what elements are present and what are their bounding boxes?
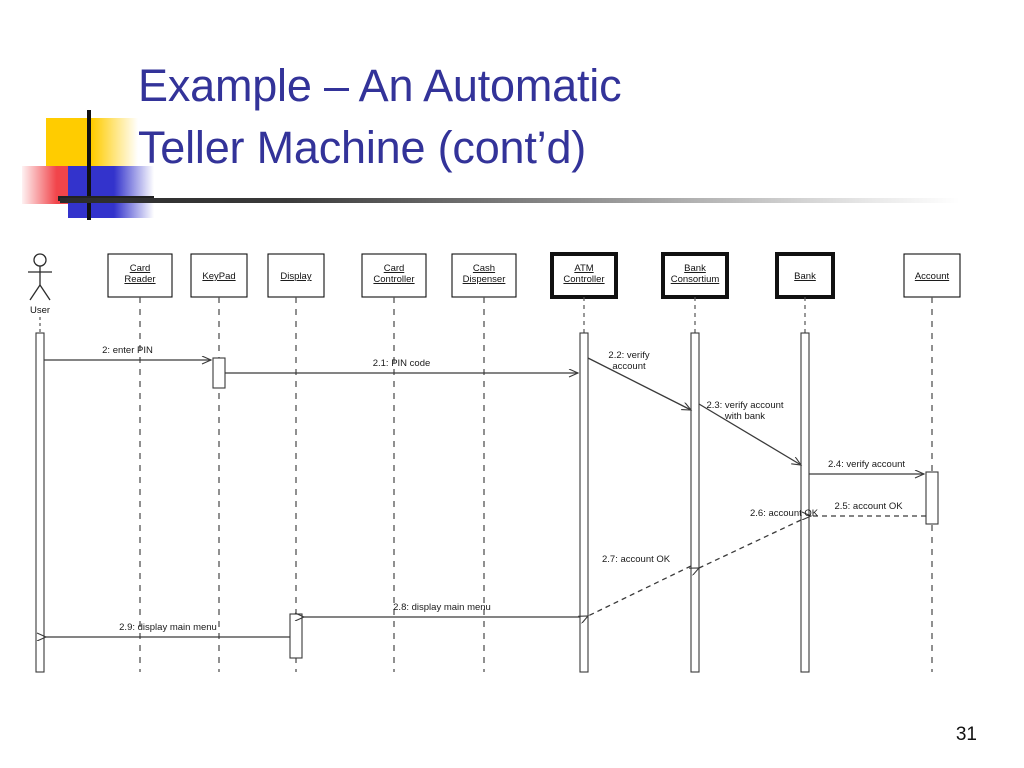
lifeline-box-account[interactable] — [903, 253, 961, 298]
message-2-4[interactable]: 2.4: verify account — [809, 459, 924, 474]
message-label-2.5: 2.5: account OK — [834, 501, 903, 512]
page-title: Example – An Automatic Teller Machine (c… — [138, 60, 622, 174]
lifeline-box-display[interactable] — [267, 253, 325, 298]
message-label-2.6: 2.6: account OK — [750, 508, 819, 519]
message-2-6[interactable]: 2.6: account OK — [699, 508, 819, 568]
lifeline-label-keypad: KeyPad — [202, 271, 235, 282]
lifeline-bank[interactable]: Bank — [775, 252, 835, 673]
message-2-8[interactable]: 2.8: display main menu — [304, 602, 580, 617]
actor-leg-left — [29, 284, 41, 301]
title-divider — [60, 198, 960, 203]
activation-bar-full-bank-consortium — [690, 332, 700, 673]
page-number: 31 — [955, 724, 977, 745]
message-2-5[interactable]: 2.5: account OK — [811, 501, 926, 516]
activation-bars-group — [212, 357, 939, 659]
lifeline-account[interactable]: Account — [903, 253, 961, 672]
message-2-9[interactable]: 2.9: display main menu — [46, 622, 290, 637]
logo-vertical-bar — [87, 110, 91, 220]
activation-bar-keypad — [212, 357, 226, 389]
message-label-2.8: 2.8: display main menu — [393, 602, 491, 613]
lifeline-box-cash-dispenser[interactable] — [451, 253, 517, 298]
actor-head-icon — [33, 253, 47, 267]
logo-blue-gradient — [114, 166, 154, 218]
lifeline-box-card-controller[interactable] — [361, 253, 427, 298]
message-line-2.7 — [588, 565, 692, 616]
lifeline-box-atm-controller[interactable] — [550, 252, 618, 299]
message-line-2.3 — [698, 403, 801, 465]
lifeline-display[interactable]: Display — [267, 253, 325, 672]
lifeline-box-bank[interactable] — [775, 252, 835, 299]
message-label-2: 2: enter PIN — [102, 345, 153, 356]
message-label-2.1: 2.1: PIN code — [373, 358, 431, 369]
message-2[interactable]: 2: enter PIN — [44, 345, 211, 360]
message-2-1[interactable]: 2.1: PIN code — [225, 358, 578, 373]
lifeline-label-user: User — [30, 305, 50, 316]
lifeline-box-keypad[interactable] — [190, 253, 248, 298]
message-label-2.9: 2.9: display main menu — [119, 622, 217, 633]
lifeline-label-display: Display — [280, 271, 311, 282]
slide-header: Example – An Automatic Teller Machine (c… — [0, 0, 1024, 225]
logo-yellow-square — [46, 118, 92, 166]
activation-bar-display — [289, 613, 303, 659]
logo-yellow-gradient — [92, 118, 138, 166]
actor-leg-right — [39, 284, 51, 301]
lifeline-user[interactable]: User — [28, 253, 52, 673]
message-2-7[interactable]: 2.7: account OK — [588, 554, 692, 616]
activation-bar-full-bank — [800, 332, 810, 673]
message-label-2.7: 2.7: account OK — [602, 554, 671, 565]
message-line-2.6 — [699, 519, 802, 568]
lifeline-label-account: Account — [915, 271, 950, 282]
message-line-2.2 — [587, 357, 691, 410]
activation-bar-full-user — [35, 332, 45, 673]
activation-bar-full-atm-controller — [579, 332, 589, 673]
lifeline-keypad[interactable]: KeyPad — [190, 253, 248, 672]
activation-bar-account — [925, 471, 939, 525]
message-label-2.4: 2.4: verify account — [828, 459, 905, 470]
decorative-logo — [22, 110, 154, 220]
logo-blue-square — [68, 166, 114, 218]
lifeline-label-bank: Bank — [794, 271, 816, 282]
